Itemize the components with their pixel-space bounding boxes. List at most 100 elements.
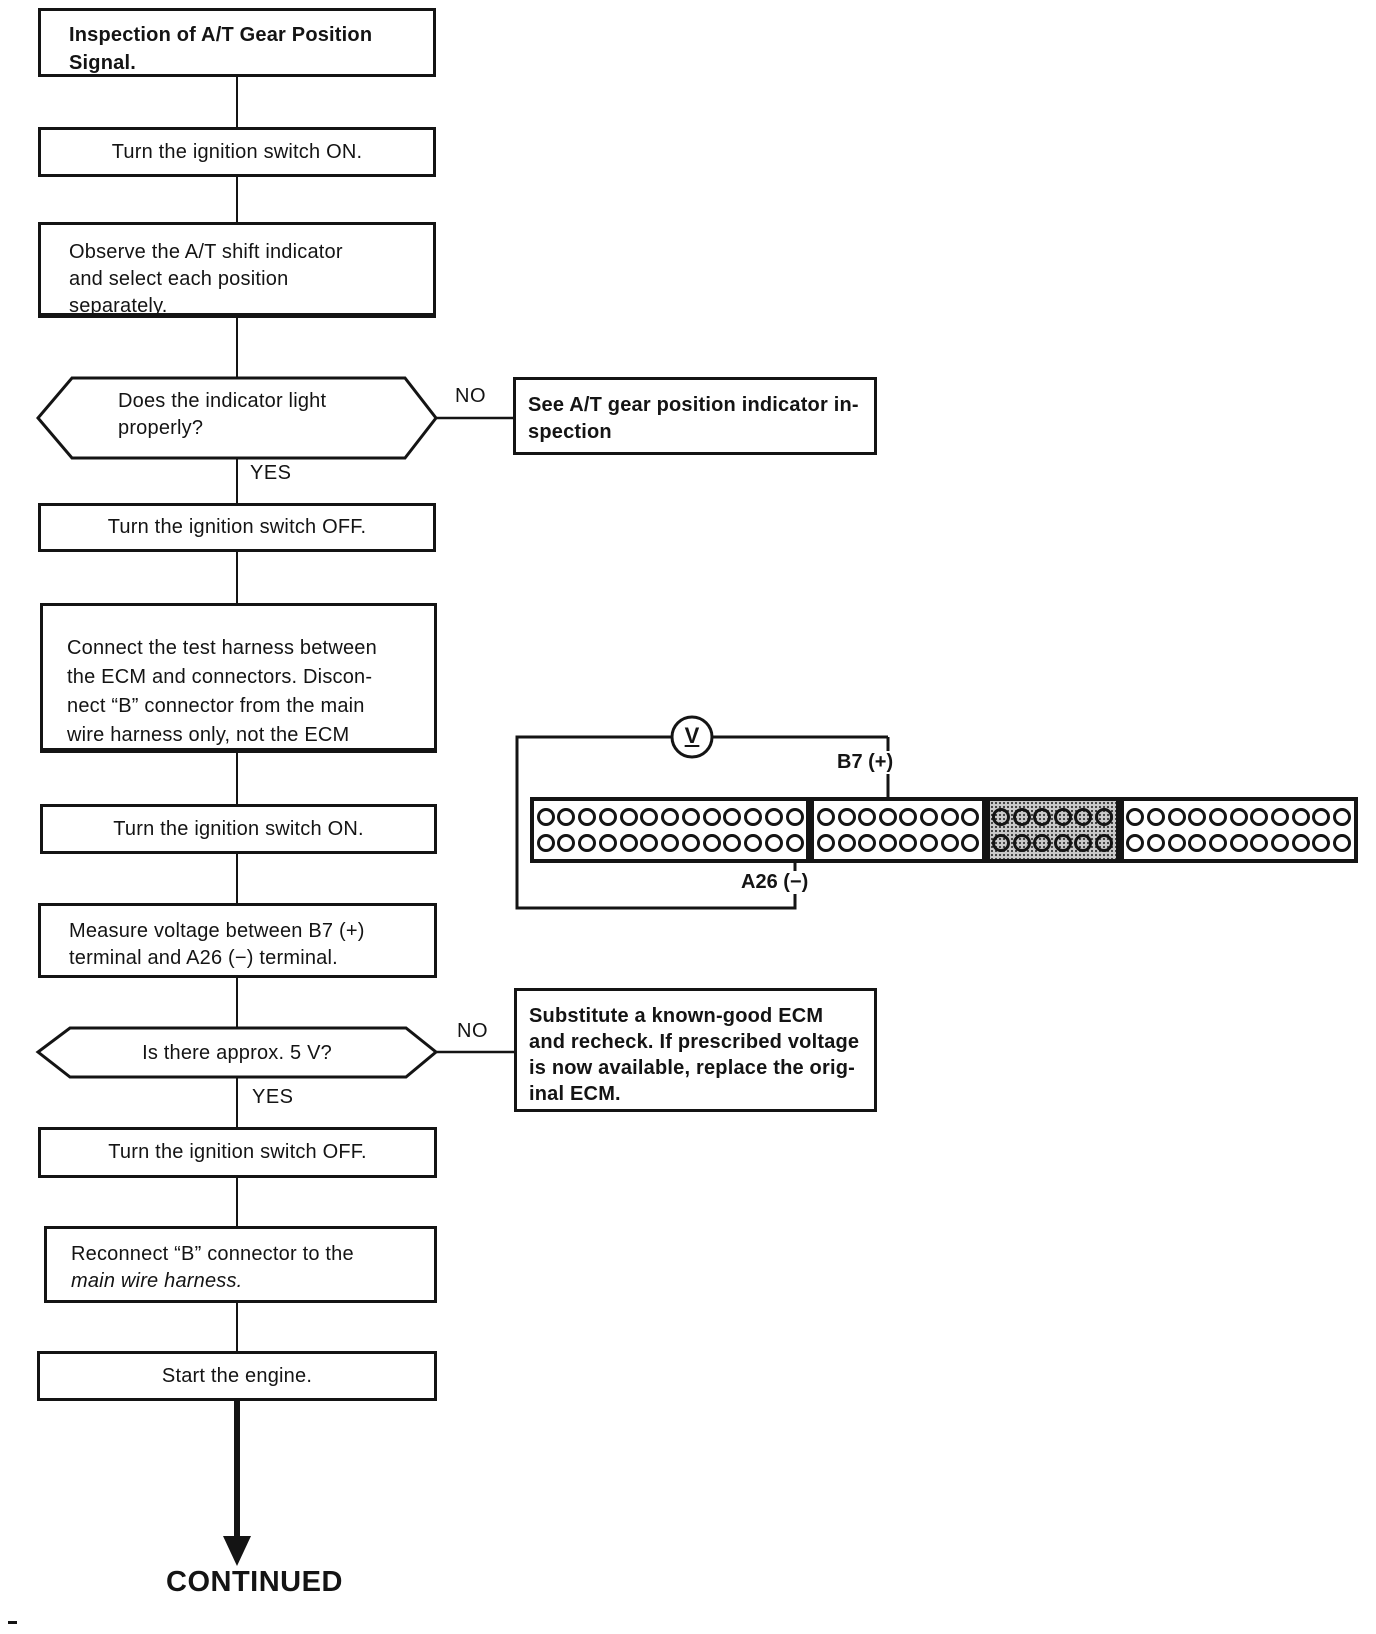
- connector-pin: [961, 808, 980, 827]
- connector-pin: [1209, 808, 1228, 827]
- connector-pin: [1209, 833, 1228, 852]
- connector-pin: [536, 833, 555, 852]
- connector-pin: [1188, 833, 1207, 852]
- continued-arrow-head-icon: [223, 1536, 251, 1566]
- result-box-substitute-ecm: Substitute a known-good ECM and recheck.…: [514, 988, 877, 1112]
- step-box-ignition-off-2: Turn the ignition switch OFF.: [38, 1127, 437, 1178]
- connector-pin: [992, 808, 1011, 827]
- connector-pin-row: [1124, 833, 1354, 852]
- voltmeter-v-label: V: [684, 723, 700, 748]
- yes-label-2: YES: [249, 1086, 297, 1109]
- connector-block-C: [989, 801, 1116, 859]
- connector-pin: [940, 833, 959, 852]
- connector-pin: [919, 833, 938, 852]
- connector-pin: [919, 808, 938, 827]
- connector-pin: [899, 808, 918, 827]
- connector-pin: [1146, 833, 1165, 852]
- connector-pin: [598, 808, 617, 827]
- connector-block-A: [534, 801, 807, 859]
- connector-pin: [1012, 833, 1031, 852]
- connector-pin: [681, 808, 700, 827]
- connector-pin: [1271, 833, 1290, 852]
- connector-pin: [878, 808, 897, 827]
- decision-text-indicator-light: Does the indicator light properly?: [118, 390, 327, 439]
- connector-pin: [1146, 808, 1165, 827]
- step-box-inspection-title: Inspection of A/T Gear Position Signal.: [38, 8, 436, 77]
- connector-pin: [837, 833, 856, 852]
- step-box-ignition-on-2: Turn the ignition switch ON.: [40, 804, 437, 854]
- connector-pin: [598, 833, 617, 852]
- connector-pin: [764, 833, 783, 852]
- connector-pin-row: [814, 808, 982, 827]
- step-box-ignition-on-1: Turn the ignition switch ON.: [38, 127, 436, 177]
- no-label-1: NO: [452, 385, 489, 408]
- connector-pin: [961, 833, 980, 852]
- voltmeter-icon: [670, 715, 714, 759]
- connector-pin: [578, 833, 597, 852]
- connector-pin: [1250, 833, 1269, 852]
- scan-artifact: [8, 1621, 17, 1624]
- connector-pin-row: [814, 833, 982, 852]
- connector-pin: [858, 808, 877, 827]
- connector-pin: [837, 808, 856, 827]
- connector-pin: [723, 808, 742, 827]
- connector-pin: [878, 833, 897, 852]
- reconnect-b-text: Reconnect “B” connector to the: [71, 1243, 354, 1265]
- connector-pin: [557, 833, 576, 852]
- connector-pin: [619, 808, 638, 827]
- connector-pin: [1126, 808, 1145, 827]
- no-label-2: NO: [454, 1020, 491, 1043]
- connector-pin: [1167, 808, 1186, 827]
- connector-pin: [536, 808, 555, 827]
- connector-pin: [1074, 808, 1093, 827]
- connector-pin: [785, 808, 804, 827]
- connector-block-D: [1123, 801, 1354, 859]
- connector-pin: [578, 808, 597, 827]
- connector-pin: [1229, 833, 1248, 852]
- connector-pin-row: [534, 833, 806, 852]
- yes-label-1: YES: [247, 462, 295, 485]
- continued-label: CONTINUED: [166, 1566, 343, 1598]
- connector-pin: [744, 808, 763, 827]
- connector-pin: [899, 833, 918, 852]
- connector-pin: [816, 833, 835, 852]
- result-box-see-indicator-inspection: See A/T gear position indicator in- spec…: [513, 377, 877, 455]
- reconnect-b-italic-text: main wire harness.: [71, 1270, 243, 1292]
- connector-pin: [681, 833, 700, 852]
- connector-pin: [557, 808, 576, 827]
- connector-pin: [1229, 808, 1248, 827]
- connector-pin-row: [990, 808, 1116, 827]
- ecm-connector-diagram: [530, 797, 1358, 863]
- step-box-measure-voltage: Measure voltage between B7 (+) terminal …: [38, 903, 437, 978]
- connector-pin: [1333, 833, 1352, 852]
- connector-pin: [764, 808, 783, 827]
- connector-pin: [619, 833, 638, 852]
- connector-pin: [1074, 833, 1093, 852]
- connector-block-B: [814, 801, 982, 859]
- connector-pin: [723, 833, 742, 852]
- step-box-start-engine: Start the engine.: [37, 1351, 437, 1401]
- connector-pin: [702, 833, 721, 852]
- connector-pin: [1312, 808, 1331, 827]
- connector-pin: [702, 808, 721, 827]
- connector-pin: [1250, 808, 1269, 827]
- step-box-ignition-off-1: Turn the ignition switch OFF.: [38, 503, 436, 552]
- connector-pin-row: [990, 833, 1116, 852]
- connector-pin: [1033, 808, 1052, 827]
- decision-hexagon-indicator-light: [36, 376, 438, 460]
- connector-pin: [1094, 808, 1113, 827]
- connector-pin-row: [534, 808, 806, 827]
- connector-pin: [1053, 808, 1072, 827]
- connector-pin: [1312, 833, 1331, 852]
- connector-pin: [785, 833, 804, 852]
- step-box-connect-harness: Connect the test harness between the ECM…: [40, 603, 437, 753]
- connector-pin: [816, 808, 835, 827]
- connector-pin: [1012, 808, 1031, 827]
- connector-pin: [992, 833, 1011, 852]
- decision-hexagon-approx-5v: [35, 1026, 439, 1079]
- connector-pin: [1053, 833, 1072, 852]
- connector-pin: [1094, 833, 1113, 852]
- connector-pin: [1271, 808, 1290, 827]
